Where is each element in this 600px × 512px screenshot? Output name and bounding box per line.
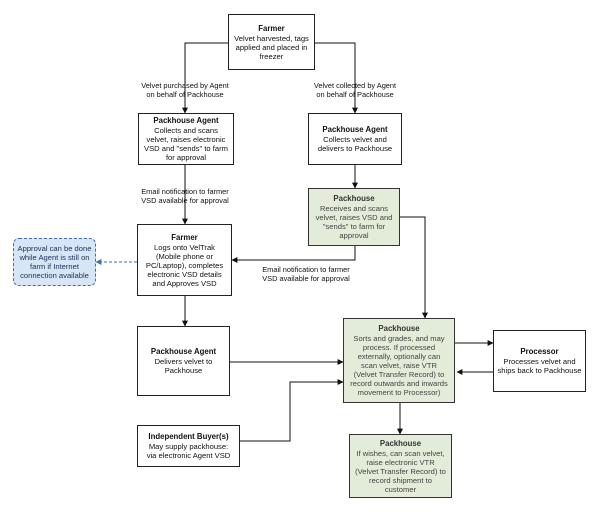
edge-label-line: VSD available for approval xyxy=(141,196,229,205)
node-line: (Velvet Transfer Record) to xyxy=(353,370,445,379)
node-title: Packhouse xyxy=(333,194,375,203)
node-title: Packhouse Agent xyxy=(153,116,219,125)
node-line: If wishes, can scan velvet, xyxy=(356,448,445,458)
node-title: Packhouse xyxy=(379,438,422,448)
independent-buyer-box: Independent Buyer(s)May supply packhouse… xyxy=(137,425,240,467)
node-line: scan velvet, raise VTR xyxy=(361,361,437,370)
node-line: velvet, raises electronic xyxy=(146,135,226,144)
node-line: Collects velvet and xyxy=(323,135,387,144)
node-line: Processes velvet and xyxy=(503,357,576,366)
node-line: Approval can be done xyxy=(17,244,92,253)
edge-label-line: Email notification to farmer xyxy=(141,187,229,196)
node-line: Receives and scans xyxy=(320,204,388,213)
node-title: Farmer xyxy=(258,23,285,33)
node-line: approval xyxy=(339,231,369,240)
edge-label-line: Velvet purchased by Agent xyxy=(141,81,229,90)
node-line: externally, optionally can xyxy=(357,352,441,361)
node-line: farm if Internet xyxy=(30,262,79,271)
edge-packhouse-to-farmer-email xyxy=(231,246,356,263)
edge-label-line: Velvet collected by Agent xyxy=(313,81,397,90)
node-line: record outwards and inwards xyxy=(350,379,448,388)
edge-farmer-to-agent-purchase xyxy=(182,42,228,114)
node-line: delivers to Packhouse xyxy=(317,144,393,153)
node-line: Sorts and grades, and may xyxy=(353,334,445,343)
node-line: customer xyxy=(384,484,417,494)
edge-buyer-to-sort xyxy=(240,379,344,442)
node-title: Independent Buyer(s) xyxy=(148,432,229,441)
edge-label-line: on behalf of Packhouse xyxy=(316,90,394,99)
node-line: VSD and "sends" to farm xyxy=(144,144,228,153)
node-line: (Velvet Transfer Record) to xyxy=(355,466,446,476)
edge-farmer-to-agent-collect xyxy=(315,42,358,114)
node-title: Packhouse Agent xyxy=(322,125,388,134)
edge-label-line: on behalf of Packhouse xyxy=(146,90,224,99)
node-line: velvet, raises VSD and xyxy=(315,213,393,222)
node-line: PC/Laptop), completes xyxy=(145,260,224,270)
node-line: while Agent is still on xyxy=(19,253,90,262)
node-line: movement to Processor) xyxy=(357,388,441,397)
node-line: May supply packhouse: xyxy=(148,442,229,451)
node-title: Packhouse xyxy=(378,324,420,333)
node-line: connection available xyxy=(20,271,89,280)
node-line: ships back to Packhouse xyxy=(497,366,582,375)
node-line: raise electronic VTR xyxy=(366,457,435,467)
node-title: Packhouse Agent xyxy=(150,347,217,356)
node-line: "sends" to farm for xyxy=(322,222,386,231)
node-line: electronic VSD details xyxy=(147,269,222,279)
node-line: (Mobile phone or xyxy=(156,251,213,261)
node-line: and Approves VSD xyxy=(152,278,217,288)
node-line: record shipment to xyxy=(369,475,432,485)
node-title: Processor xyxy=(520,347,559,356)
edge-label-line: Email notification to farmer xyxy=(262,265,350,274)
node-line: Delivers velvet to xyxy=(154,357,213,366)
node-line: via electronic Agent VSD xyxy=(146,451,231,460)
node-line: applied and placed in xyxy=(235,42,308,52)
node-line: for approval xyxy=(165,153,207,162)
node-line: freezer xyxy=(259,51,284,61)
node-title: Farmer xyxy=(171,232,198,242)
node-line: Packhouse xyxy=(164,366,203,375)
node-line: Collects and scans xyxy=(154,126,218,135)
node-line: Logs onto VelTrak xyxy=(154,242,215,252)
edge-packhouse-receive-to-sort xyxy=(400,216,428,319)
edge-label-line: VSD available for approval xyxy=(262,274,350,283)
node-line: process. If processed xyxy=(362,343,436,352)
node-line: Velvet harvested, tags xyxy=(234,33,309,43)
